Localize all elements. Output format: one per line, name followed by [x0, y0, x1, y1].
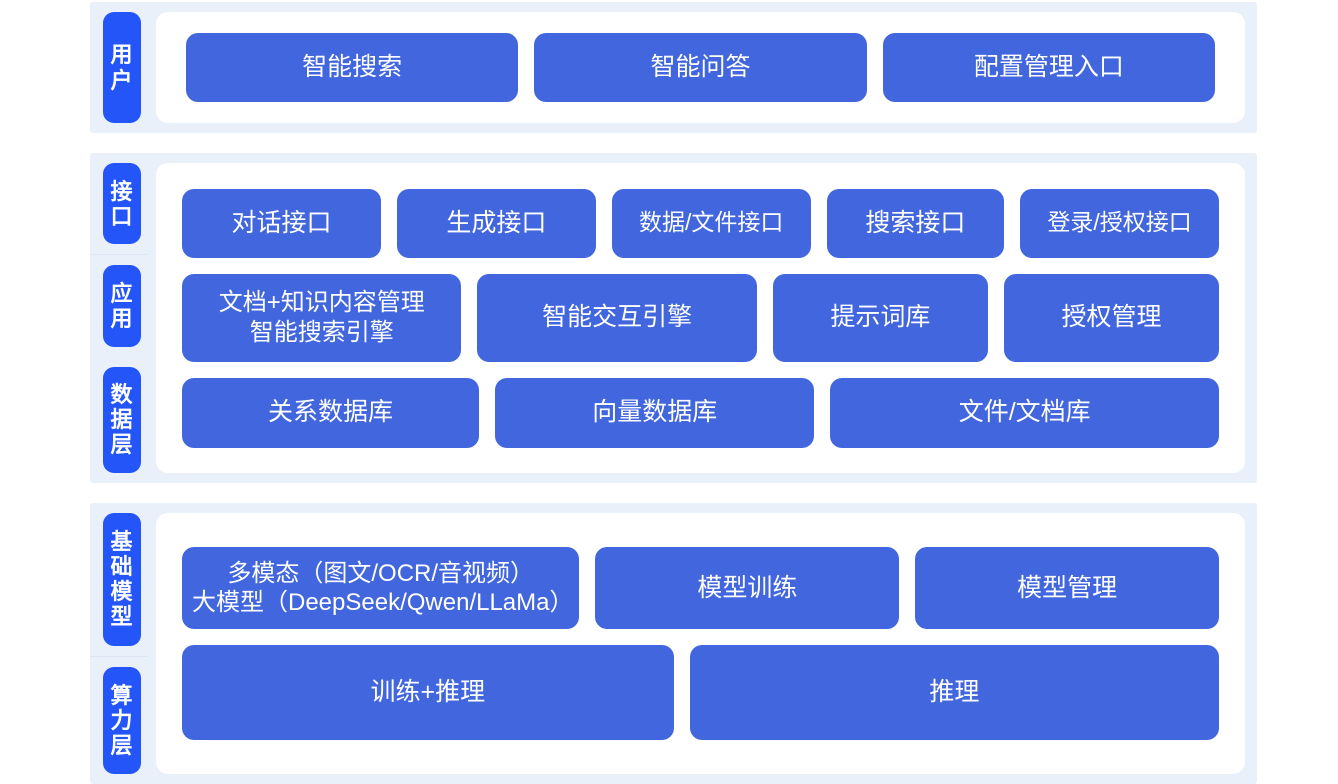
band-platform: 接口 应用 数据层 对话接口 生成接口 数据/文件接口 搜索接口 登录/授权接口	[90, 153, 1257, 483]
layer-tab-compute[interactable]: 算力层	[103, 666, 141, 775]
node-model-management[interactable]: 模型管理	[915, 547, 1219, 629]
panel-user: 智能搜索 智能问答 配置管理入口	[156, 12, 1245, 123]
node-multimodal-llm[interactable]: 多模态（图文/OCR/音视频） 大模型（DeepSeek/Qwen/LLaMa）	[182, 547, 580, 629]
node-login-auth-api[interactable]: 登录/授权接口	[1020, 188, 1219, 258]
node-doc-knowledge-management[interactable]: 文档+知识内容管理 智能搜索引擎	[182, 273, 462, 362]
layer-tab-user-label: 用户	[110, 42, 134, 93]
layer-tab-foundation-model-label: 基础模型	[110, 529, 134, 630]
row-interface: 对话接口 生成接口 数据/文件接口 搜索接口 登录/授权接口	[182, 188, 1219, 258]
layer-tab-data-label: 数据层	[110, 382, 134, 458]
panel-foundation: 多模态（图文/OCR/音视频） 大模型（DeepSeek/Qwen/LLaMa）…	[156, 513, 1245, 774]
tab-divider	[90, 254, 148, 256]
tab-column-platform: 接口 应用 数据层	[90, 153, 148, 483]
band-foundation: 基础模型 算力层 多模态（图文/OCR/音视频） 大模型（DeepSeek/Qw…	[90, 503, 1257, 784]
layer-tab-compute-label: 算力层	[110, 682, 134, 758]
node-model-training[interactable]: 模型训练	[595, 547, 900, 629]
tab-divider	[90, 655, 148, 657]
node-auth-management[interactable]: 授权管理	[1003, 273, 1219, 362]
layer-tab-user[interactable]: 用户	[103, 12, 141, 123]
panel-platform: 对话接口 生成接口 数据/文件接口 搜索接口 登录/授权接口 文档+知识内容管理…	[156, 163, 1245, 473]
layer-tab-application-label: 应用	[110, 280, 134, 331]
layer-tab-interface[interactable]: 接口	[103, 163, 141, 245]
node-smart-qa[interactable]: 智能问答	[534, 33, 867, 102]
tab-column-foundation: 基础模型 算力层	[90, 503, 148, 784]
node-vector-db[interactable]: 向量数据库	[495, 377, 815, 448]
node-infer[interactable]: 推理	[689, 645, 1219, 740]
node-train-infer[interactable]: 训练+推理	[182, 645, 674, 740]
band-user: 用户 智能搜索 智能问答 配置管理入口	[90, 2, 1257, 133]
row-data: 关系数据库 向量数据库 文件/文档库	[182, 377, 1219, 448]
node-relational-db[interactable]: 关系数据库	[182, 377, 480, 448]
node-search-api[interactable]: 搜索接口	[826, 188, 1005, 258]
node-file-doc-store[interactable]: 文件/文档库	[830, 377, 1219, 448]
node-interaction-engine[interactable]: 智能交互引擎	[477, 273, 757, 362]
node-data-file-api[interactable]: 数据/文件接口	[611, 188, 811, 258]
node-config-entry[interactable]: 配置管理入口	[882, 33, 1215, 102]
row-compute: 训练+推理 推理	[182, 645, 1219, 740]
node-smart-search[interactable]: 智能搜索	[186, 33, 519, 102]
layer-tab-data[interactable]: 数据层	[103, 366, 141, 474]
row-model: 多模态（图文/OCR/音视频） 大模型（DeepSeek/Qwen/LLaMa）…	[182, 547, 1219, 629]
node-generate-api[interactable]: 生成接口	[396, 188, 596, 258]
layer-tab-application[interactable]: 应用	[103, 265, 141, 347]
layer-tab-interface-label: 接口	[110, 178, 134, 229]
layer-tab-foundation-model[interactable]: 基础模型	[103, 513, 141, 646]
node-dialog-api[interactable]: 对话接口	[182, 188, 381, 258]
row-user: 智能搜索 智能问答 配置管理入口	[186, 33, 1215, 102]
node-prompt-library[interactable]: 提示词库	[772, 273, 988, 362]
tab-column-user: 用户	[90, 2, 148, 133]
row-application: 文档+知识内容管理 智能搜索引擎 智能交互引擎 提示词库 授权管理	[182, 273, 1219, 362]
